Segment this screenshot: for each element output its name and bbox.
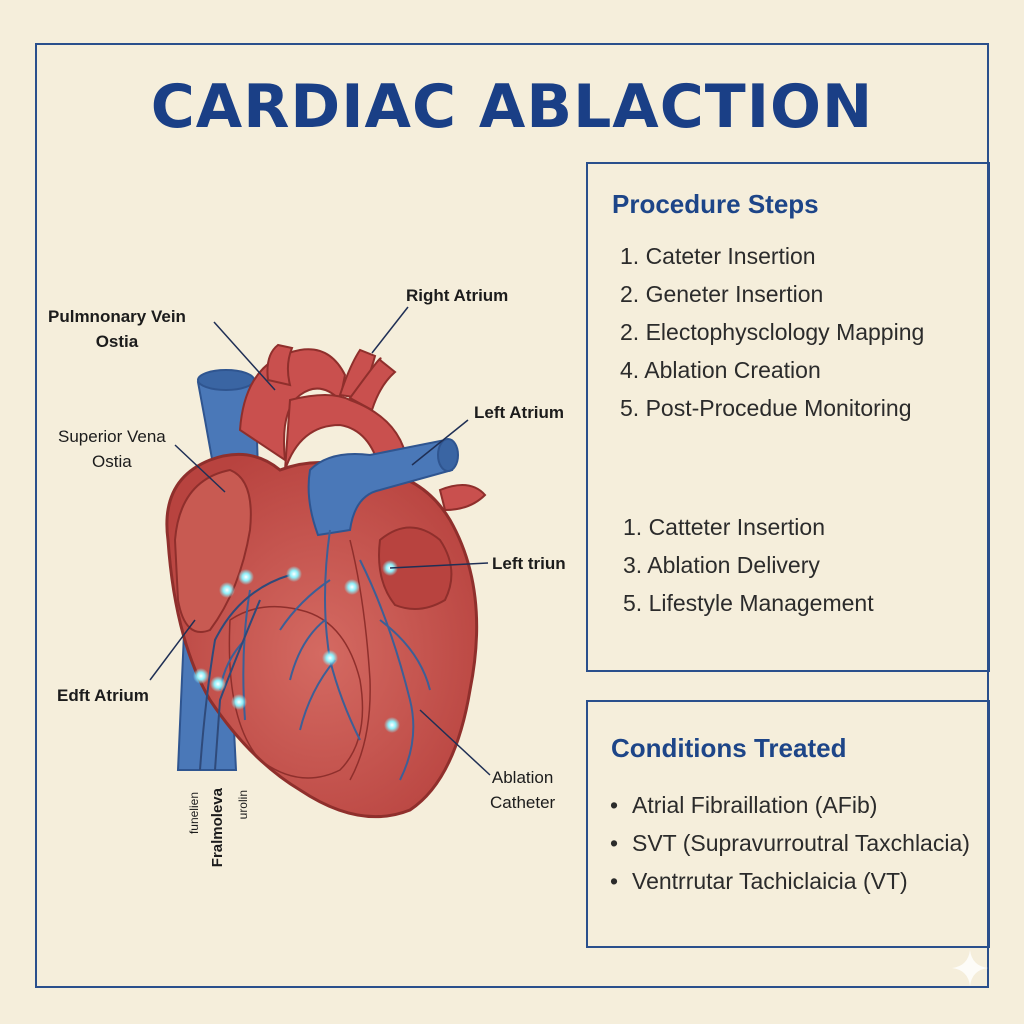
label-pulmonary-line2: Ostia bbox=[95, 332, 139, 351]
label-ablation-line1: Ablation bbox=[491, 768, 554, 787]
page-title: CARDIAC ABLACTION bbox=[150, 72, 874, 142]
label-superior-vena-ostia: Superior Vena Ostia bbox=[58, 424, 166, 474]
label-left-atrium: Left Atrium bbox=[474, 403, 565, 422]
label-edft-atrium: Edft Atrium bbox=[57, 686, 149, 705]
procedure-steps-panel bbox=[586, 162, 990, 672]
procedure-step-1: 1. Cateter Insertion bbox=[620, 243, 816, 269]
procedure-extra-step-1: 1. Catteter Insertion bbox=[623, 514, 825, 540]
label-superior-line2: Ostia bbox=[92, 452, 132, 471]
label-urolin: urolin bbox=[236, 790, 250, 820]
label-funelien: funelien bbox=[187, 792, 201, 835]
condition-item-2: • SVT (Supravurroutral Taxchlacia) bbox=[610, 830, 970, 857]
leader-lines bbox=[149, 306, 491, 776]
ablation-catheter bbox=[199, 574, 291, 771]
septum-line bbox=[349, 539, 371, 781]
condition-item-1: • Atrial Fibraillation (AFib) bbox=[610, 792, 877, 819]
conditions-heading: Conditions Treated bbox=[611, 733, 847, 763]
aorta-branch-3 bbox=[348, 357, 397, 412]
label-left-triun: Left triun bbox=[492, 554, 566, 573]
condition-text-3: Ventrrutar Tachiclaicia (VT) bbox=[632, 868, 908, 894]
label-pulmonary-line1: Pulmnonary Vein bbox=[48, 307, 186, 326]
pulmonary-artery bbox=[307, 438, 454, 537]
procedure-step-3: 2. Electophysclology Mapping bbox=[620, 319, 925, 345]
label-pulmonary-vein-ostia: Pulmnonary Vein Ostia bbox=[48, 304, 186, 354]
label-right-atrium: Right Atrium bbox=[406, 286, 509, 305]
procedure-steps-heading: Procedure Steps bbox=[612, 189, 819, 219]
pulmonary-vein-right bbox=[438, 484, 487, 512]
aorta-branch-1 bbox=[266, 343, 294, 387]
label-fralmoleva: Fralmoleva bbox=[209, 788, 226, 868]
bullet-icon: • bbox=[610, 830, 619, 856]
sparkle-icon bbox=[952, 950, 988, 986]
left-atrial-appendage bbox=[378, 526, 453, 610]
conditions-treated-panel bbox=[586, 700, 990, 948]
label-ablation-line2: Catheter bbox=[490, 793, 556, 812]
condition-text-1: Atrial Fibraillation (AFib) bbox=[632, 792, 878, 818]
label-ablation-catheter: Ablation Catheter bbox=[490, 765, 555, 815]
condition-item-3: • Ventrrutar Tachiclaicia (VT) bbox=[610, 868, 908, 895]
condition-text-2: SVT (Supravurroutral Taxchlacia) bbox=[632, 830, 970, 856]
procedure-step-4: 4. Ablation Creation bbox=[620, 357, 821, 383]
bullet-icon: • bbox=[610, 792, 619, 818]
ventricle-inner bbox=[228, 605, 364, 779]
procedure-extra-step-2: 3. Ablation Delivery bbox=[623, 552, 820, 578]
bullet-icon: • bbox=[610, 868, 619, 894]
ablation-points bbox=[193, 560, 400, 733]
procedure-step-5: 5. Post-Procedue Monitoring bbox=[620, 395, 912, 421]
label-superior-line1: Superior Vena bbox=[58, 427, 166, 446]
procedure-extra-step-3: 5. Lifestyle Management bbox=[623, 590, 874, 616]
procedure-step-2: 2. Geneter Insertion bbox=[620, 281, 824, 307]
